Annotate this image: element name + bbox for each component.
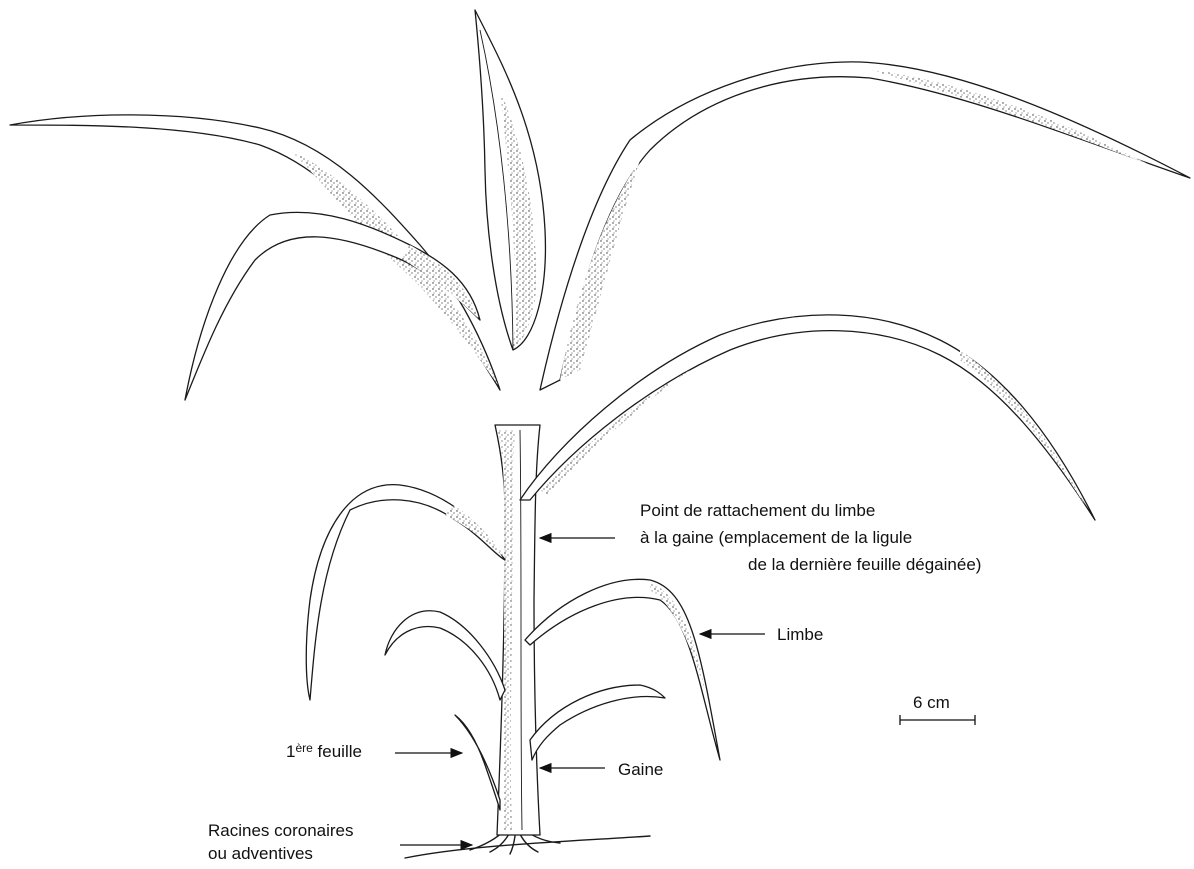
right-small-leaf (530, 685, 665, 760)
label-scale: 6 cm (913, 692, 950, 713)
label-attachment-line3: de la dernière feuille dégainée) (748, 554, 981, 575)
label-first-leaf: 1ère feuille (286, 741, 362, 762)
label-roots-line2: ou adventives (208, 843, 313, 864)
label-attachment-line1: Point de rattachement du limbe (640, 500, 875, 521)
upper-right-leaf (540, 62, 1190, 390)
scale-bar (900, 715, 975, 725)
left-curled-leaf (185, 212, 480, 400)
right-lower-leaf (525, 579, 720, 760)
label-attachment-line2: à la gaine (emplacement de la ligule (640, 527, 912, 548)
first-leaf-superscript: ère (295, 741, 312, 755)
first-leaf-word: feuille (313, 742, 362, 761)
label-roots-line1: Racines coronaires (208, 820, 354, 841)
left-mid-leaf (306, 485, 505, 700)
ground-line (405, 836, 650, 858)
central-leaf (475, 10, 545, 350)
right-mid-leaf (520, 315, 1095, 520)
label-gaine: Gaine (618, 759, 663, 780)
label-limbe: Limbe (777, 624, 823, 645)
first-leaf (455, 715, 500, 810)
left-lower-leaf (385, 611, 505, 700)
